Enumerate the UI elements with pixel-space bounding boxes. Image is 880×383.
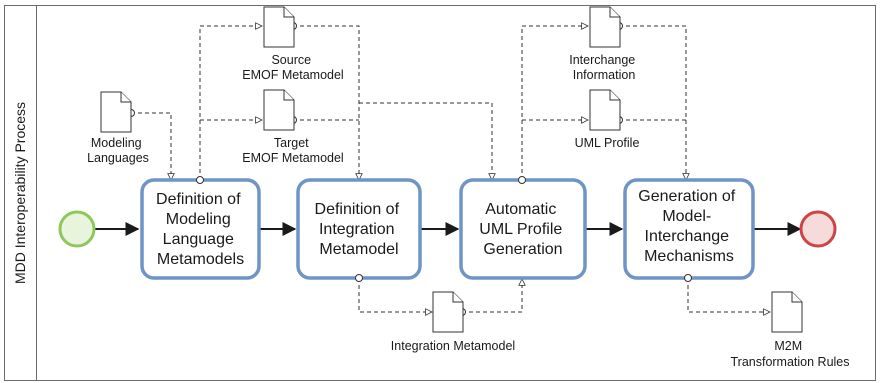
integration-line-1: Integration Metamodel bbox=[391, 339, 515, 353]
data-object-uml-profile: UML Profile bbox=[575, 89, 640, 150]
data-associations bbox=[131, 26, 770, 312]
assoc-t3-interchange bbox=[521, 26, 588, 180]
source-line-1: Source bbox=[271, 53, 311, 67]
source-line-2: EMOF Metamodel bbox=[242, 68, 343, 82]
target-line-2: EMOF Metamodel bbox=[242, 151, 343, 165]
start-event bbox=[58, 210, 96, 248]
data-object-modeling-languages: Modeling Languages bbox=[87, 91, 149, 165]
task-2-label: Definition of Integration Metamodel bbox=[315, 201, 404, 258]
interchange-line-2: Information bbox=[573, 68, 636, 82]
data-object-source-emof-metamodel: Source EMOF Metamodel bbox=[242, 6, 344, 82]
task-4-line-1: Generation of bbox=[638, 188, 736, 205]
svg-text:M2M Transformation Rules: M2M Transformation Rules bbox=[730, 339, 849, 369]
task-4-label: Generation of Model- Interchange Mechani… bbox=[638, 188, 739, 265]
task-2-line-2: Integration bbox=[319, 221, 395, 238]
assoc-to-t3 bbox=[359, 102, 492, 180]
task-3-line-2: UML Profile bbox=[479, 221, 562, 238]
task-2-line-1: Definition of bbox=[315, 201, 400, 218]
assoc-integration-t3 bbox=[462, 279, 522, 313]
svg-text:Source EMOF Metamodel: Source EMOF Metamodel bbox=[242, 53, 343, 82]
end-event bbox=[799, 210, 837, 248]
port-t3-top bbox=[518, 176, 526, 184]
task-1-line-2: Modeling bbox=[166, 211, 231, 228]
m2m-line-1: M2M bbox=[774, 339, 802, 353]
assoc-t4-m2m bbox=[687, 278, 770, 312]
pool-label: MDD Interoperability Process bbox=[12, 102, 28, 284]
interchange-line-1: Interchange bbox=[569, 53, 635, 67]
assoc-modeling-t1 bbox=[131, 112, 171, 180]
task-2-line-3: Metamodel bbox=[319, 241, 398, 258]
task-4-line-2: Model- bbox=[662, 208, 711, 225]
assoc-source-t2 bbox=[293, 25, 359, 180]
assoc-t1-source bbox=[199, 26, 262, 180]
port-t4-bottom bbox=[684, 274, 692, 282]
port-t1-top bbox=[196, 176, 204, 184]
task-4-line-3: Interchange bbox=[645, 228, 730, 245]
data-object-m2m-transformation-rules: M2M Transformation Rules bbox=[730, 291, 850, 369]
data-object-target-emof-metamodel: Target EMOF Metamodel bbox=[242, 89, 344, 165]
task-3-label: Automatic UML Profile Generation bbox=[479, 201, 566, 258]
task-1-line-4: Metamodels bbox=[157, 251, 244, 268]
task-1-line-1: Definition of bbox=[156, 191, 241, 208]
modeling-line-1: Modeling bbox=[91, 136, 142, 150]
svg-text:Integration Metamodel: Integration Metamodel bbox=[391, 339, 515, 353]
svg-text:Interchange Information: Interchange Information bbox=[569, 53, 639, 82]
task-4-line-4: Mechanisms bbox=[644, 248, 734, 265]
task-1-label: Definition of Modeling Language Metamode… bbox=[156, 191, 245, 268]
task-3-line-3: Generation bbox=[483, 241, 562, 258]
umlprofile-line-1: UML Profile bbox=[575, 136, 640, 150]
pool: MDD Interoperability Process bbox=[4, 5, 876, 381]
svg-text:Target EMOF Metamodel: Target EMOF Metamodel bbox=[242, 136, 343, 165]
task-definition-of-integration-metamodel: Definition of Integration Metamodel bbox=[296, 178, 422, 280]
m2m-line-2: Transformation Rules bbox=[730, 355, 849, 369]
task-automatic-uml-profile-generation: Automatic UML Profile Generation bbox=[459, 178, 587, 280]
port-t2-bottom bbox=[355, 274, 363, 282]
task-definition-of-modeling-language-metamodels: Definition of Modeling Language Metamode… bbox=[140, 178, 261, 280]
modeling-line-2: Languages bbox=[87, 151, 149, 165]
assoc-t2-integration bbox=[358, 278, 432, 312]
svg-text:UML Profile: UML Profile bbox=[575, 136, 640, 150]
data-object-integration-metamodel: Integration Metamodel bbox=[391, 291, 515, 353]
target-line-1: Target bbox=[274, 136, 309, 150]
task-3-line-1: Automatic bbox=[485, 201, 556, 218]
task-1-line-3: Language bbox=[163, 231, 234, 248]
assoc-interchange-t4 bbox=[619, 25, 686, 180]
data-object-interchange-information: Interchange Information bbox=[569, 6, 639, 82]
task-generation-of-model-interchange-mechanisms: Generation of Model- Interchange Mechani… bbox=[623, 178, 755, 280]
svg-text:Modeling Languages: Modeling Languages bbox=[87, 136, 149, 165]
